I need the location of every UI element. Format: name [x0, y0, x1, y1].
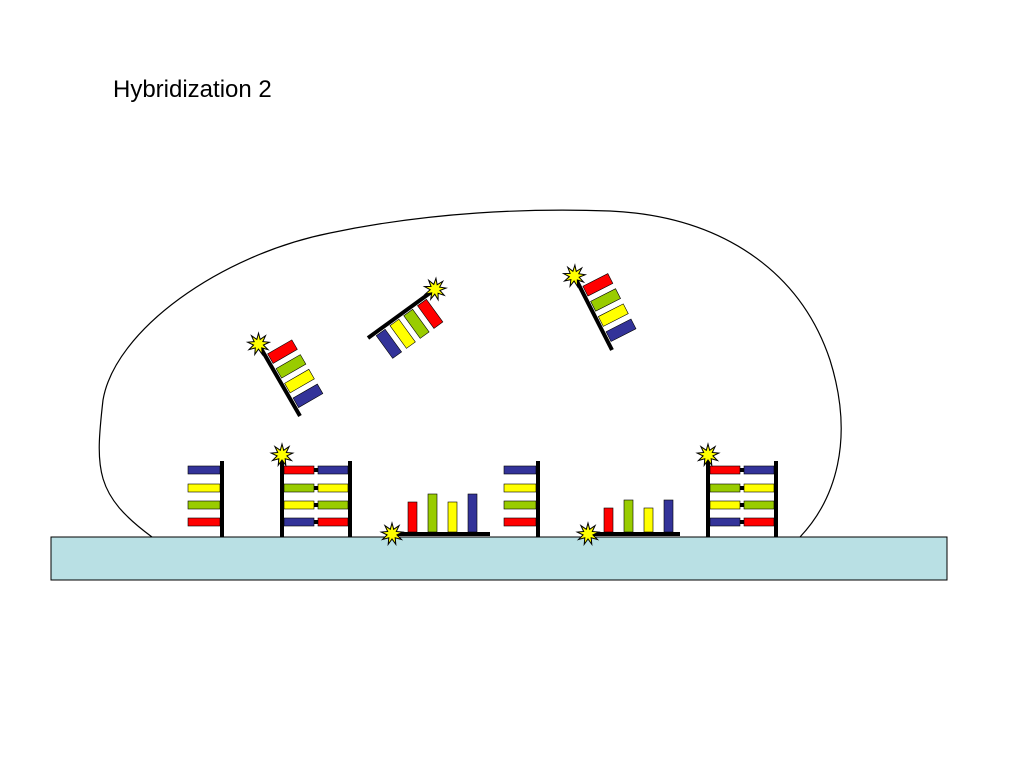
bond: [314, 503, 320, 507]
base-blue: [187, 465, 221, 475]
base-red: [267, 339, 298, 364]
base-green: [503, 500, 537, 510]
base-yellow: [284, 368, 315, 394]
backbone: [258, 345, 302, 417]
unhybridized-target-1: [187, 461, 224, 537]
fluorescent-label-icon: [379, 521, 405, 547]
fluorescent-label-icon: [561, 263, 588, 289]
base-blue: [292, 383, 324, 408]
base-red: [187, 517, 221, 527]
base-red: [283, 465, 315, 475]
base-red: [317, 517, 349, 527]
base-green: [623, 499, 634, 533]
base-red: [603, 507, 614, 533]
base-yellow: [187, 483, 221, 493]
hybridized-duplex-1: [269, 442, 352, 537]
bond: [740, 520, 746, 524]
bond: [314, 486, 320, 490]
base-green: [187, 500, 221, 510]
base-blue: [467, 493, 478, 533]
base-yellow: [503, 483, 537, 493]
solution-droplet: [98, 209, 842, 538]
base-yellow: [317, 483, 349, 493]
base-green: [427, 493, 438, 533]
base-green: [275, 354, 307, 379]
molecules-layer: [187, 263, 778, 547]
base-red: [417, 298, 444, 329]
base-green: [283, 483, 315, 493]
base-blue: [317, 465, 349, 475]
base-red: [407, 501, 418, 533]
base-yellow: [447, 501, 458, 533]
base-blue: [375, 328, 403, 359]
base-blue: [283, 517, 315, 527]
glass-slide: [50, 536, 948, 581]
base-yellow: [389, 318, 416, 349]
base-green: [709, 483, 741, 493]
fluorescent-label-icon: [695, 442, 721, 468]
free-probe-1: [245, 331, 324, 417]
unhybridized-target-2: [503, 461, 540, 537]
fluorescent-label-icon: [245, 331, 272, 357]
collapsed-probe-2: [575, 499, 680, 547]
base-green: [317, 500, 349, 510]
base-green: [590, 288, 621, 312]
fluorescent-label-icon: [422, 276, 448, 302]
free-probe-3: [561, 263, 637, 351]
bond: [740, 468, 746, 472]
base-yellow: [597, 303, 629, 327]
base-red: [709, 465, 741, 475]
base-green: [743, 500, 775, 510]
slide-title: Hybridization 2: [113, 76, 272, 103]
base-blue: [709, 517, 741, 527]
base-red: [743, 517, 775, 527]
bond: [314, 468, 320, 472]
base-yellow: [709, 500, 741, 510]
base-blue: [503, 465, 537, 475]
base-yellow: [643, 507, 654, 533]
bond: [740, 503, 746, 507]
base-yellow: [283, 500, 315, 510]
base-blue: [605, 318, 637, 342]
base-red: [503, 517, 537, 527]
hybridized-duplex-2: [695, 442, 778, 537]
base-red: [582, 273, 614, 297]
bond: [314, 520, 320, 524]
bond: [740, 486, 746, 490]
base-green: [403, 308, 430, 339]
base-blue: [743, 465, 775, 475]
fluorescent-label-icon: [269, 442, 295, 468]
collapsed-probe-1: [379, 493, 490, 547]
free-probe-2: [366, 276, 448, 359]
base-blue: [663, 499, 674, 533]
base-yellow: [743, 483, 775, 493]
backbone: [366, 289, 434, 340]
backbone: [573, 277, 614, 351]
fluorescent-label-icon: [575, 521, 601, 547]
